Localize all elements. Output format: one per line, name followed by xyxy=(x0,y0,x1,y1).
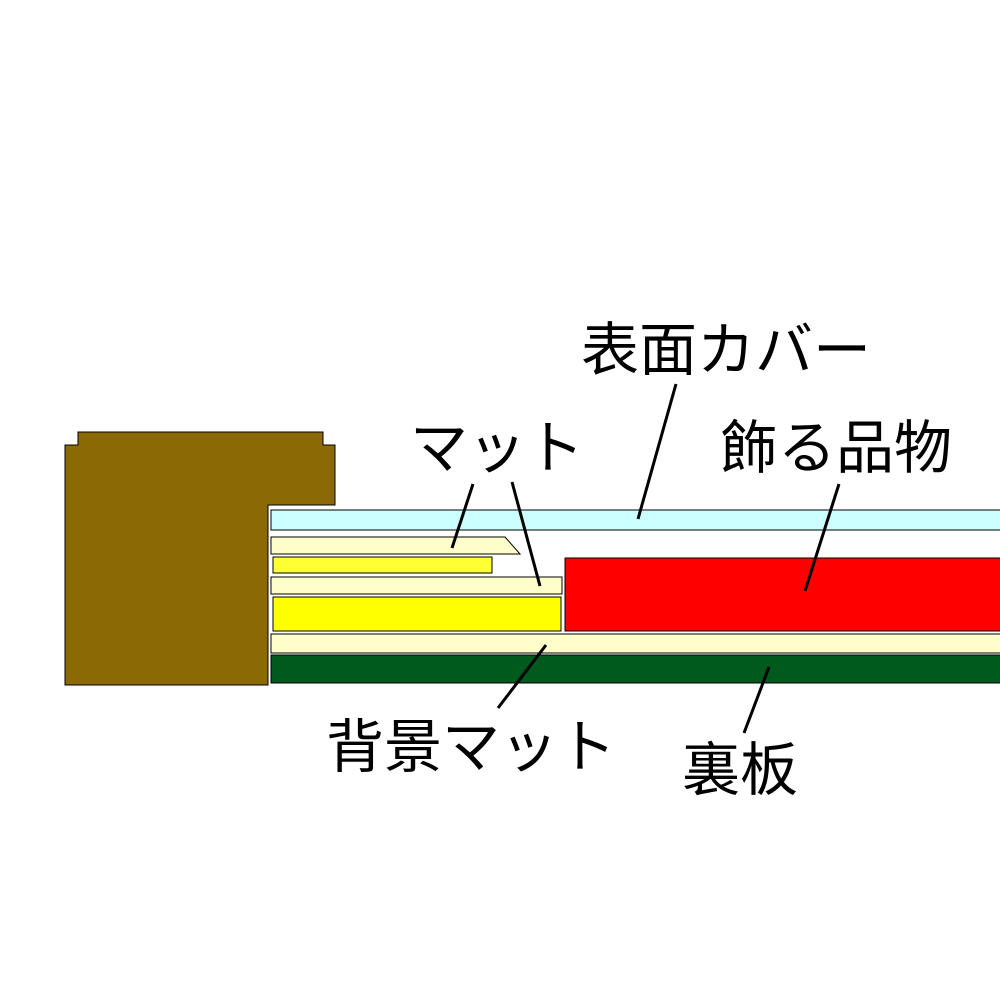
surface-cover-layer xyxy=(270,509,1000,531)
frame-moulding xyxy=(64,431,336,686)
window-mat-core xyxy=(272,556,493,574)
mat-leader-line-upper xyxy=(450,483,475,549)
item-label: 飾る品物 xyxy=(720,414,952,482)
back-board-leader-line xyxy=(742,666,771,734)
cover-label: 表面カバー xyxy=(581,316,871,384)
cover-leader-line xyxy=(636,383,678,520)
item-leader-line xyxy=(803,483,841,592)
back-board-layer xyxy=(270,654,1000,684)
framed-item xyxy=(564,557,1000,632)
backing-mat-layer xyxy=(270,633,1000,654)
back-board-label: 裏板 xyxy=(682,736,798,804)
backing-mat-label: 背景マット xyxy=(326,713,616,781)
window-mat-layer xyxy=(270,536,522,555)
backing-mat-leader-line xyxy=(496,644,548,709)
mat-leader-line-lower xyxy=(510,481,542,587)
lower-mat-layer xyxy=(270,576,563,595)
mat-label: マット xyxy=(410,414,584,482)
backing-mat-core xyxy=(272,596,562,632)
